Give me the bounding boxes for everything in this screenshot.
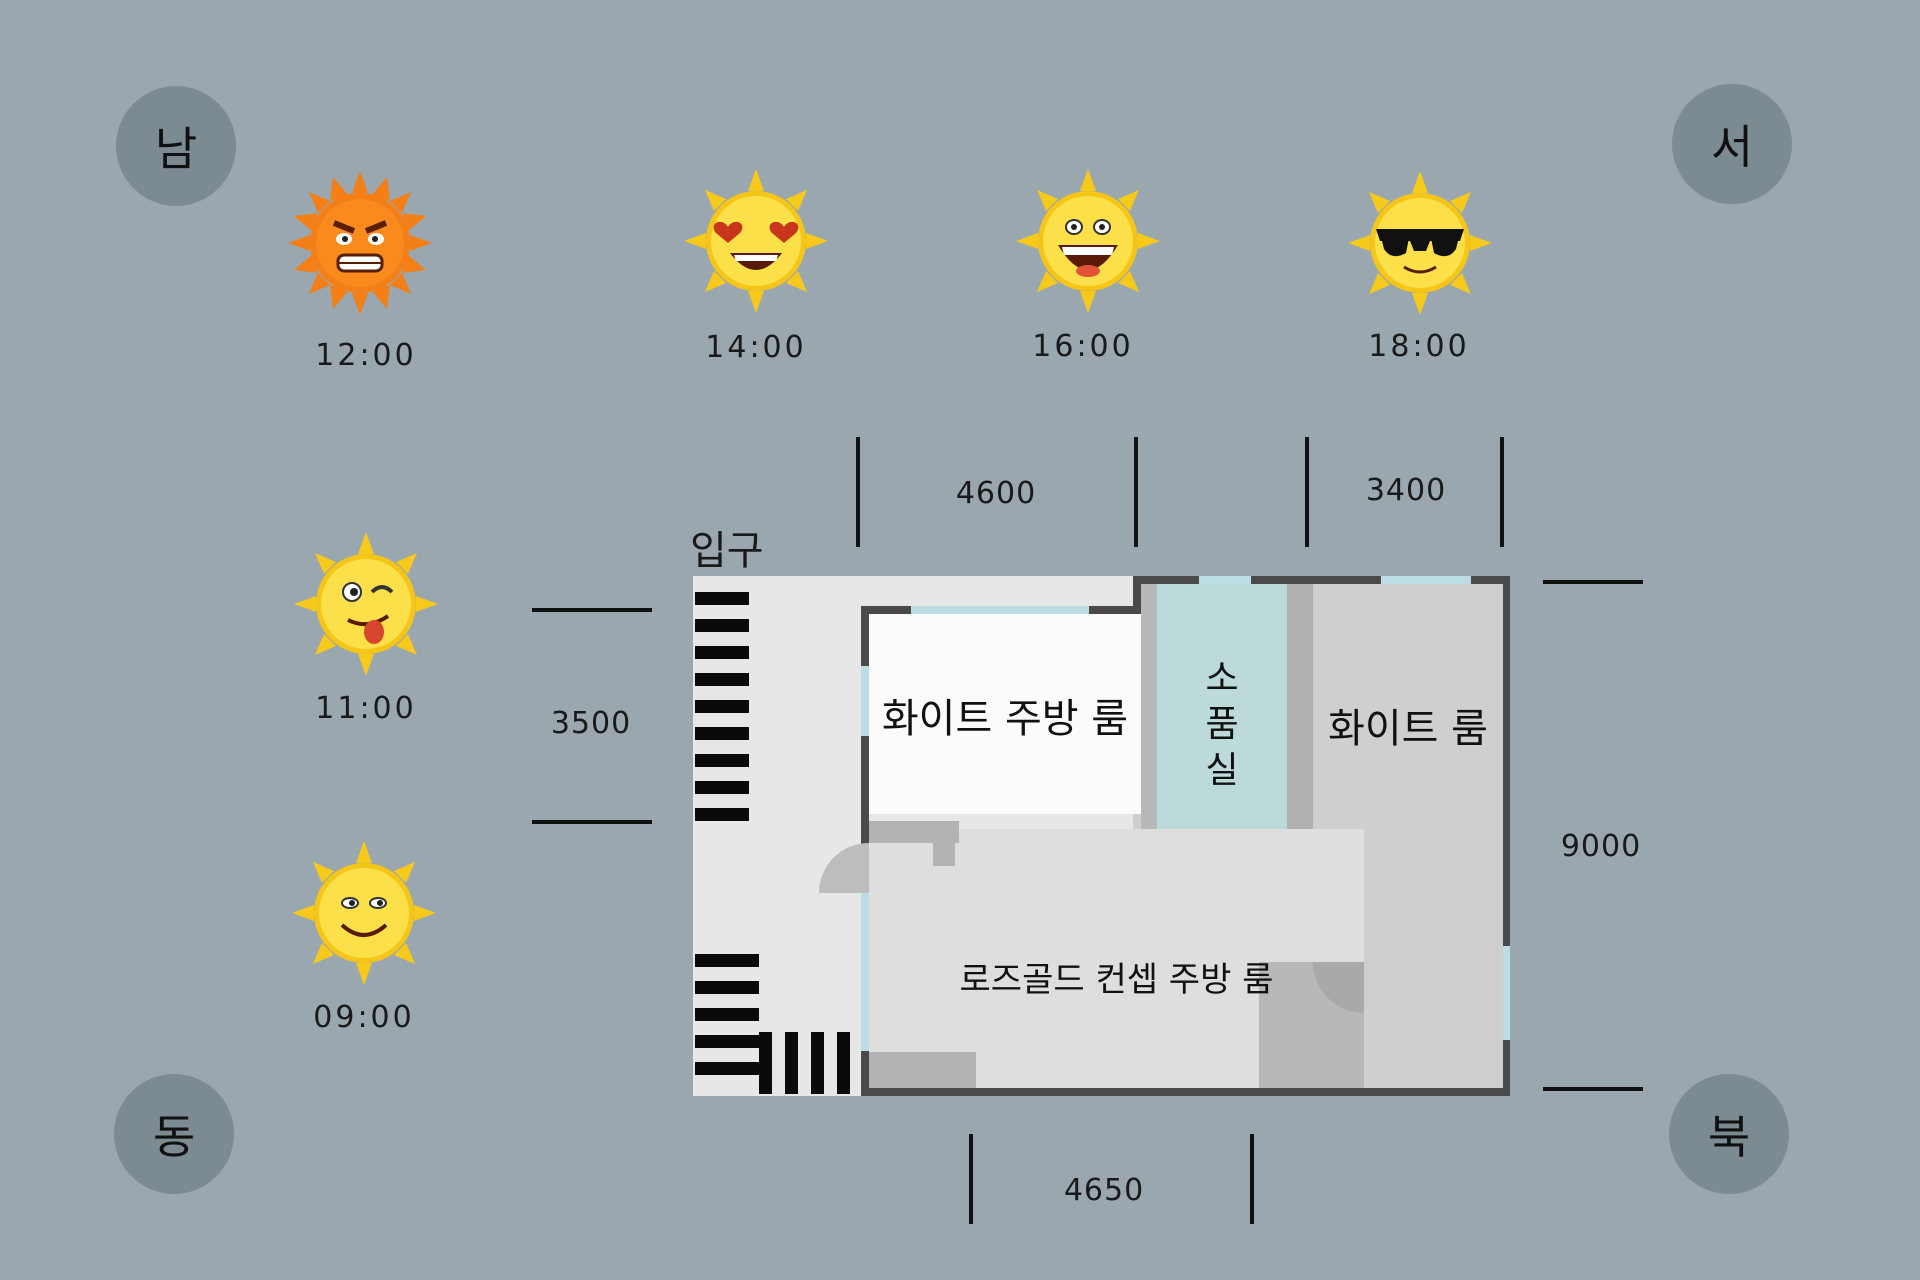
white-kitchen-label: 화이트 주방 룸 (881, 696, 1129, 742)
wall (1503, 576, 1510, 1096)
entrance-stripe (695, 700, 749, 713)
smiling-sun-icon (292, 841, 436, 985)
entrance-stripe (759, 1032, 772, 1094)
angry-sun-icon (288, 171, 432, 315)
compass-west: 서 (1672, 84, 1792, 204)
entrance-stripe (695, 808, 749, 821)
entrance-stripe (695, 954, 759, 967)
rosegold-kitchen-label: 로즈골드 컨셉 주방 룸 (959, 960, 1274, 1000)
partition (1287, 584, 1313, 829)
entrance-stripe (695, 1008, 759, 1021)
dimension-right: 9000 (1560, 829, 1642, 864)
entrance-stripe (837, 1032, 850, 1094)
prop-room (1157, 584, 1287, 829)
dim-tick (1134, 437, 1138, 547)
dim-tick (532, 820, 652, 824)
entrance-stripe (695, 646, 749, 659)
window (911, 606, 1089, 614)
entrance-stripe (695, 781, 749, 794)
heart-eyes-sun-icon (684, 169, 828, 313)
dimension-left: 3500 (550, 706, 632, 741)
dim-tick (1543, 1087, 1643, 1091)
entrance-stripe (695, 619, 749, 632)
window (1199, 576, 1251, 584)
white-kitchen-room (869, 614, 1141, 814)
time-label-14: 14:00 (705, 330, 807, 365)
entrance-stripe (785, 1032, 798, 1094)
dim-tick (1250, 1134, 1254, 1224)
dim-tick (969, 1134, 973, 1224)
entrance-stripe (695, 727, 749, 740)
partition (1141, 584, 1157, 829)
dim-tick (1305, 437, 1309, 547)
time-label-16: 16:00 (1032, 329, 1134, 364)
entrance-stripe (695, 754, 749, 767)
dim-tick (1500, 437, 1504, 547)
window (1381, 576, 1471, 584)
time-label-11: 11:00 (315, 691, 417, 726)
compass-north: 북 (1669, 1074, 1789, 1194)
entrance-stripe (695, 1062, 759, 1075)
entrance-stripe (695, 981, 759, 994)
wall (1133, 576, 1141, 612)
prop-room-label: 소품실 (1205, 658, 1239, 791)
door-swing (1313, 962, 1364, 1013)
dim-tick (856, 437, 860, 547)
dimension-bottom: 4650 (1063, 1173, 1145, 1208)
dim-tick (532, 608, 652, 612)
wall (1133, 576, 1510, 584)
window (861, 891, 869, 1051)
time-label-12: 12:00 (315, 338, 417, 373)
winking-tongue-sun-icon (294, 532, 438, 676)
wall (861, 1088, 1510, 1096)
dimension-top-left: 4600 (955, 476, 1037, 511)
counter (869, 1052, 976, 1088)
door-swing (819, 843, 869, 893)
entrance-stripe (695, 592, 749, 605)
window (1503, 946, 1510, 1040)
counter (933, 821, 955, 866)
time-label-18: 18:00 (1368, 329, 1470, 364)
dim-tick (1543, 580, 1643, 584)
dimension-top-right: 3400 (1365, 473, 1447, 508)
time-label-09: 09:00 (313, 1000, 415, 1035)
entrance-stripe (811, 1032, 824, 1094)
window (861, 666, 869, 736)
sunglasses-sun-icon (1348, 171, 1492, 315)
entrance-stripe (695, 673, 749, 686)
compass-east: 동 (114, 1074, 234, 1194)
entrance-label: 입구 (690, 528, 764, 574)
compass-south: 남 (116, 86, 236, 206)
laughing-sun-icon (1016, 169, 1160, 313)
white-room-label: 화이트 룸 (1328, 706, 1488, 752)
entrance-stripe (695, 1035, 759, 1048)
floor-plan: 화이트 주방 룸 소품실 화이트 룸 로즈골드 컨셉 주방 룸 (693, 576, 1510, 1096)
